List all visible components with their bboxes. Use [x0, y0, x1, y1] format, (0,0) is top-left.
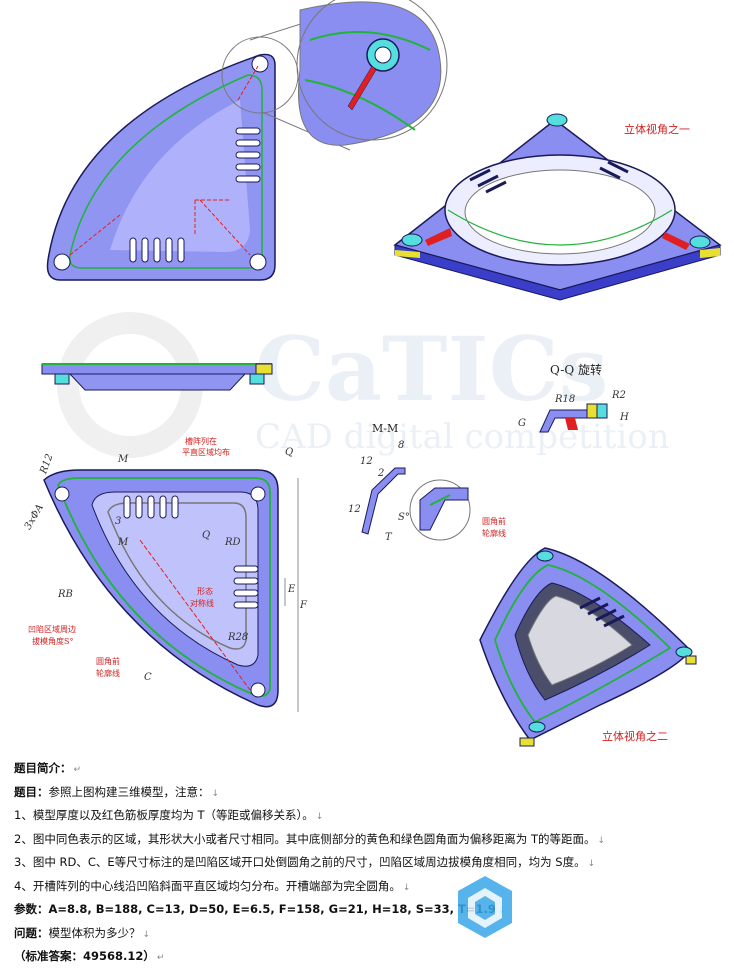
answer-row: （标准答案：49568.12）↵ — [14, 949, 165, 963]
dim-q-top: Q — [285, 447, 293, 458]
item-3: 3、图中 RD、C、E等尺寸标注的是凹陷区域开口处倒圆角之前的尺寸，凹陷区域周边… — [14, 855, 596, 869]
note-recess-draft-1: 凹陷区域周边 — [28, 624, 76, 634]
note-shape-sym-2: 对称线 — [190, 598, 214, 608]
params-row: 参数：A=8.8, B=188, C=13, D=50, E=6.5, F=15… — [14, 899, 724, 923]
watermark: CaTICs CAD digital competition — [57, 312, 670, 458]
item-2: 2、图中同色表示的区域，其形状大小或者尺寸相同。其中底侧部分的黄色和绿色圆角面为… — [14, 831, 606, 846]
item-1-text: 1、模型厚度以及红色筋板厚度均为 T（等距或偏移关系）。 — [14, 808, 314, 822]
iso-view-2: 立体视角之二 — [479, 547, 697, 747]
dim-rd: RD — [224, 537, 241, 548]
problem-description: 题目简介：↵ 题目：参照上图构建三维模型，注意：↓ 1、模型厚度以及红色筋板厚度… — [14, 758, 724, 970]
item-3-text: 3、图中 RD、C、E等尺寸标注的是凹陷区域开口处倒圆角之前的尺寸，凹陷区域周边… — [14, 855, 586, 869]
dim-s: S° — [398, 512, 410, 523]
note-fillet-pre2-2: 轮廓线 — [482, 528, 506, 538]
dim-h: H — [619, 412, 629, 423]
dim-twelve-b: 12 — [348, 504, 361, 515]
question-row: 问题：模型体积为多少？↓ — [14, 925, 151, 940]
item-4: 4、开槽阵列的中心线沿凹陷斜面平直区域均匀分布。开槽端部为完全圆角。↓ — [14, 878, 411, 893]
dim-r18: R18 — [554, 394, 575, 405]
mm-section: M-M 8 12 12 T S° 2 圆角前 轮廓线 — [348, 422, 506, 543]
dim-g: G — [518, 418, 526, 429]
iso-view-1-label: 立体视角之一 — [624, 122, 690, 136]
hexagon-logo-icon — [458, 876, 512, 938]
topic-row: 题目：参照上图构建三维模型，注意：↓ — [14, 784, 220, 799]
params-label: 参数： — [14, 902, 49, 916]
dim-q-bottom: Q — [202, 530, 210, 541]
iso1-slots — [469, 160, 629, 194]
dim-f: F — [299, 600, 308, 611]
iso-view-1: 立体视角之一 — [393, 113, 722, 301]
qq-section: Q-Q 旋转 G H R18 R2 — [518, 362, 629, 433]
answer-text: （标准答案：49568.12） — [14, 949, 155, 963]
drawing-sheet: CaTICs CAD digital competition — [23, 0, 722, 747]
side-elevation — [41, 363, 273, 391]
dim-e: E — [287, 584, 296, 595]
item-1: 1、模型厚度以及红色筋板厚度均为 T（等距或偏移关系）。↓ — [14, 808, 324, 822]
slot-array-bottom — [129, 237, 185, 263]
topic-label: 题目： — [14, 784, 49, 799]
note-fillet-pre-1: 圆角前 — [96, 656, 120, 666]
dim-rb: RB — [57, 589, 73, 600]
zoom-detail — [221, 0, 448, 151]
dim-r12: R12 — [38, 453, 56, 477]
plan-view-top — [46, 53, 276, 281]
note-slot-array-1: 槽阵列在 — [185, 436, 217, 446]
dim-t: T — [385, 532, 393, 543]
main-slots-side — [233, 565, 259, 609]
question-label: 问题： — [14, 925, 49, 940]
note-shape-sym-1: 形态 — [197, 586, 213, 596]
dim-m-bottom: M — [117, 537, 129, 548]
watermark-brand: CaTICs — [255, 317, 608, 421]
dim-three: 3 — [115, 516, 121, 527]
dim-m-top: M — [117, 454, 129, 465]
note-recess-draft-2: 拔模角度S° — [32, 636, 73, 646]
iso-view-2-label: 立体视角之二 — [602, 729, 668, 743]
note-slot-array-2: 平直区域均布 — [182, 447, 230, 457]
qq-rotate-label: Q-Q 旋转 — [550, 362, 602, 377]
note-fillet-pre-2: 轮廓线 — [96, 668, 120, 678]
slot-array-side — [235, 127, 261, 183]
iso2-slots — [579, 596, 625, 628]
note-fillet-pre2-1: 圆角前 — [482, 516, 506, 526]
intro-title-row: 题目简介：↵ — [14, 761, 82, 775]
dim-twelve: 12 — [360, 456, 373, 467]
plan-view-main: R12 3xΦA RB RD R28 C E F M M Q Q 3 槽阵列在 … — [23, 436, 308, 712]
dim-phi-a: 3xΦA — [23, 502, 46, 531]
intro-title: 题目简介： — [14, 761, 72, 775]
item-4-text: 4、开槽阵列的中心线沿凹陷斜面平直区域均匀分布。开槽端部为完全圆角。 — [14, 878, 401, 893]
watermark-tagline: CAD digital competition — [255, 417, 670, 457]
dim-r2: R2 — [611, 390, 626, 401]
main-slots-top — [123, 495, 179, 519]
item-2-text: 2、图中同色表示的区域，其形状大小或者尺寸相同。其中底侧部分的黄色和绿色圆角面为… — [14, 831, 596, 846]
dim-eight: 8 — [398, 440, 404, 451]
dim-c: C — [144, 672, 152, 683]
question-text: 模型体积为多少？ — [48, 925, 141, 940]
params-text: A=8.8, B=188, C=13, D=50, E=6.5, F=158, … — [48, 902, 496, 916]
dim-two: 2 — [377, 468, 384, 479]
topic-text: 参照上图构建三维模型，注意： — [48, 784, 210, 799]
dim-r28: R28 — [227, 632, 248, 643]
mm-label: M-M — [372, 422, 398, 435]
